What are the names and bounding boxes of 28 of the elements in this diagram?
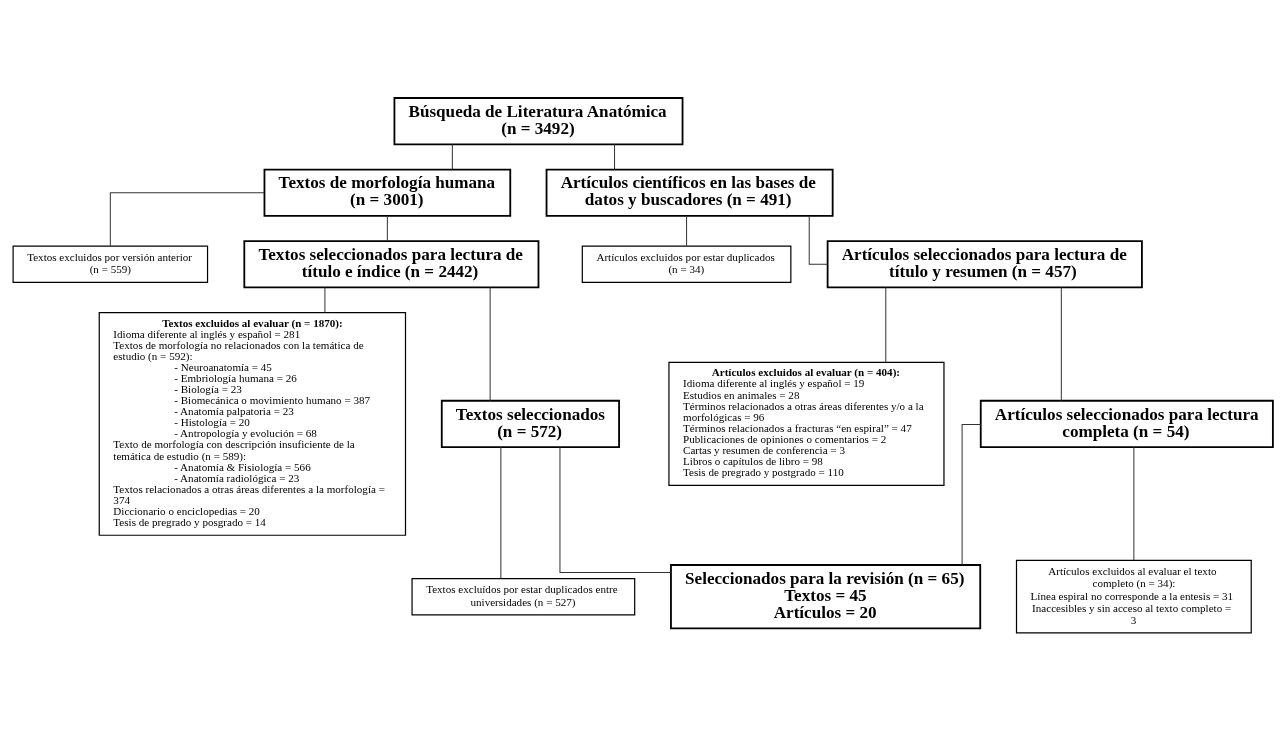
connector — [489, 286, 491, 402]
node-box: Textos seleccionados (n = 572) — [440, 399, 620, 448]
node-box: Textos excluidos por versión anterior (n = 559) — [12, 245, 209, 283]
connector — [109, 192, 265, 247]
connector — [451, 144, 453, 170]
connector — [614, 144, 616, 170]
connector — [961, 423, 982, 566]
node-box: Textos excluidos al evaluar (n = 1870): Idioma diferente al inglés y español = 281 Textos de morfología no relacionados con la temática de estudio (n = 592): - Neuroanatomía = 45 - Embriología humana = 26 - Biología = 23 - Biomecánica o movimiento humano = 387 - Anatomía palpatoria = 23 - Histología = 20 - Antropología y evolución = 68 Texto de morfología con descripción insuficiente de la temática de estudio (n = 589): - Anatomía & Fisiología = 566 - Anatomía radiológica = 23 Textos relacionados a otras áreas diferentes a la morfología = 374 Diccionario o enciclopedias = 20 Tesis de pregrado y posgrado = 14 — [98, 312, 407, 536]
connector — [324, 286, 326, 314]
node-box: Artículos excluidos por estar duplicados (n = 34) — [581, 245, 792, 283]
node-box: Artículos seleccionados para lectura de título y resumen (n = 457) — [826, 240, 1143, 289]
node-box: Textos seleccionados para lectura de título e índice (n = 2442) — [243, 240, 540, 289]
node-box: Artículos científicos en las bases de datos y buscadores (n = 491) — [545, 168, 834, 217]
connector — [386, 215, 388, 242]
connector — [1133, 446, 1135, 561]
node-box: Textos excluídos por estar duplicados entre universidades (n = 527) — [411, 577, 636, 616]
node-box: Textos de morfología humana (n = 3001) — [263, 168, 512, 217]
node-box: Artículos excluidos al evaluar el texto completo (n = 34): Línea espiral no corresponde a la entesis = 31 Inaccesibles y sin acceso al texto completo = 3 — [1015, 559, 1252, 634]
connector — [885, 286, 887, 363]
node-box: Búsqueda de Literatura Anatómica (n = 3492) — [393, 97, 684, 146]
connector — [559, 446, 672, 574]
connector — [1060, 286, 1062, 402]
node-box: Artículos excluidos al evaluar (n = 404): Idioma diferente al inglés y español = 19 Estudios en animales = 28 Términos relacionados a otras áreas diferentes y/o a la morfológicas = 96 Términos relacionados a fracturas “en espiral” = 47 Publicaciones de opiniones o comentarios = 2 Cartas y resumen de conferencia = 3 Libros o capítulos de libro = 98 Tesis de pregrado y postgrado = 110 — [668, 361, 945, 486]
node-box: Seleccionados para la revisión (n = 65) Textos = 45 Artículos = 20 — [670, 564, 982, 630]
connector — [808, 215, 828, 265]
node-box: Artículos seleccionados para lectura completa (n = 54) — [979, 399, 1274, 448]
connector — [686, 215, 688, 247]
connector — [500, 446, 502, 579]
